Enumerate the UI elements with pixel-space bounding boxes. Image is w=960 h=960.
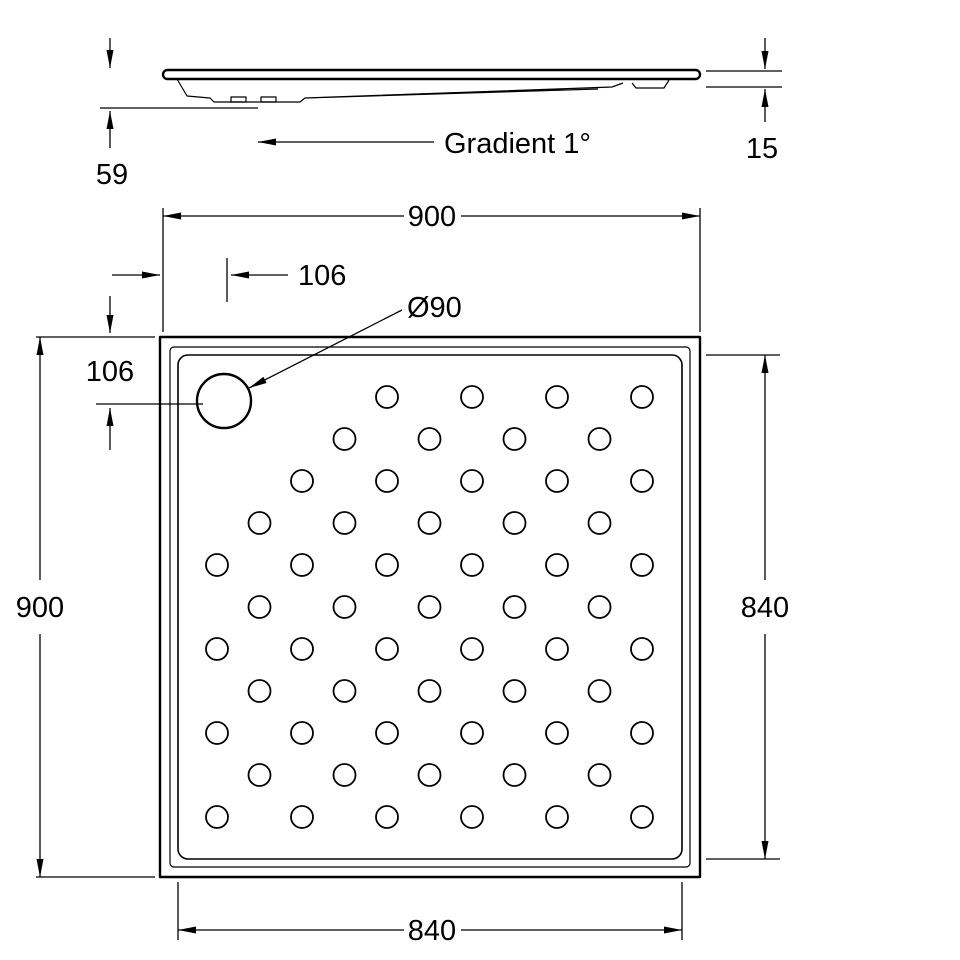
dimension-drain-offset-x-106: 106 [112, 258, 346, 302]
dimension-inner-height-840: 840 [706, 354, 789, 860]
anti-slip-dot [630, 721, 654, 745]
dimension-label-900-left: 900 [16, 592, 64, 624]
anti-slip-dot [587, 763, 612, 787]
drain-diameter-annotation: Ø90 [248, 292, 462, 389]
dimension-label-106-horizontal: 106 [298, 260, 346, 292]
anti-slip-dot [630, 469, 654, 493]
anti-slip-dot [332, 595, 357, 619]
tray-outer-edge [158, 335, 702, 879]
anti-slip-dot [375, 721, 399, 745]
gradient-annotation: Gradient 1° [258, 128, 591, 160]
anti-slip-dot [290, 469, 314, 493]
anti-slip-dot [630, 637, 654, 661]
anti-slip-dot [460, 553, 484, 577]
anti-slip-dot [545, 385, 569, 409]
anti-slip-dot [587, 679, 612, 703]
anti-slip-dot [375, 469, 399, 493]
anti-slip-dot [247, 595, 272, 619]
drain-fitting-detail [230, 96, 247, 103]
anti-slip-dot [545, 721, 569, 745]
tray-profile-top [161, 68, 702, 81]
anti-slip-dot [630, 805, 654, 829]
tray-profile-underside [176, 78, 670, 103]
anti-slip-dot [417, 511, 442, 535]
anti-slip-dot [417, 595, 442, 619]
dimension-label-900-top: 900 [408, 201, 456, 233]
anti-slip-dot [205, 805, 229, 829]
drain-fitting-detail [260, 96, 277, 103]
anti-slip-dot [375, 385, 399, 409]
anti-slip-dot [332, 763, 357, 787]
anti-slip-dot [460, 637, 484, 661]
anti-slip-dot [460, 805, 484, 829]
anti-slip-dot [375, 553, 399, 577]
anti-slip-dot [290, 721, 314, 745]
anti-slip-dot [290, 637, 314, 661]
anti-slip-dot [247, 679, 272, 703]
dimension-outer-width-900: 900 [162, 201, 701, 332]
anti-slip-dot [417, 679, 442, 703]
anti-slip-dot [587, 427, 612, 451]
anti-slip-dot [417, 763, 442, 787]
dimension-drain-offset-y-106: 106 [86, 296, 203, 450]
gradient-label: Gradient 1° [444, 128, 591, 160]
anti-slip-dot [290, 805, 314, 829]
drain-diameter-label: Ø90 [407, 292, 462, 324]
anti-slip-dot [630, 385, 654, 409]
leader-arrow [248, 309, 403, 389]
anti-slip-dot [205, 721, 229, 745]
anti-slip-dot [545, 637, 569, 661]
anti-slip-dot [460, 721, 484, 745]
dimension-overall-height-59: 59 [96, 38, 258, 191]
anti-slip-dot [545, 469, 569, 493]
anti-slip-dot [375, 637, 399, 661]
plan-view: 900 106 Ø90 106 900 [16, 201, 789, 947]
dimension-rim-height-15: 15 [706, 38, 782, 165]
dimension-label-840-right: 840 [741, 592, 789, 624]
anti-slip-dot [587, 595, 612, 619]
anti-slip-dot [545, 805, 569, 829]
anti-slip-dot [332, 511, 357, 535]
dimension-label-15: 15 [746, 133, 778, 165]
anti-slip-dot [290, 553, 314, 577]
side-view: Gradient 1° 59 15 [96, 38, 782, 191]
anti-slip-dot [502, 511, 527, 535]
anti-slip-dot [375, 805, 399, 829]
anti-slip-dot [545, 553, 569, 577]
dimension-label-59: 59 [96, 159, 128, 191]
anti-slip-dot [205, 637, 229, 661]
anti-slip-dot [630, 553, 654, 577]
anti-slip-dot [460, 385, 484, 409]
dimension-label-106-vertical: 106 [86, 356, 134, 388]
anti-slip-dot [460, 469, 484, 493]
anti-slip-dot [332, 427, 357, 451]
dimension-inner-width-840: 840 [177, 882, 683, 947]
anti-slip-dot [247, 763, 272, 787]
anti-slip-dot [417, 427, 442, 451]
anti-slip-dot [247, 511, 272, 535]
anti-slip-dot [205, 553, 229, 577]
tray-rim-inner-edge [169, 346, 691, 868]
dimension-outer-height-900: 900 [16, 336, 155, 878]
tray-base-edge [177, 354, 683, 860]
anti-slip-dot [332, 679, 357, 703]
dimension-label-840-bottom: 840 [408, 915, 456, 947]
anti-slip-dot-pattern [205, 385, 654, 829]
anti-slip-dot [502, 595, 527, 619]
anti-slip-dot [502, 763, 527, 787]
drain-hole [195, 372, 253, 430]
anti-slip-dot [587, 511, 612, 535]
anti-slip-dot [502, 427, 527, 451]
anti-slip-dot [502, 679, 527, 703]
